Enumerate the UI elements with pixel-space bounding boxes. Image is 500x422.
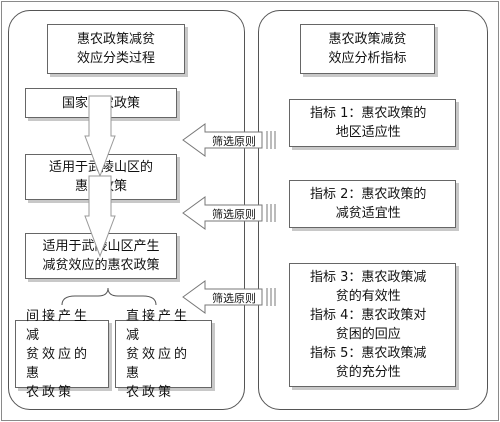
branch-direct-label: 直接产生减 贫效应的惠 农政策 bbox=[126, 308, 191, 400]
left-title-box: 惠农政策减贫 效应分类过程 bbox=[47, 24, 185, 74]
branch-indirect-label: 间接产生减 贫效应的惠 农政策 bbox=[26, 308, 91, 400]
down-arrow-1 bbox=[84, 95, 116, 178]
indicator-1-box: 指标 1：惠农政策的 地区适应性 bbox=[289, 99, 456, 147]
indicator-4-label: 指标 4：惠农政策对 贫困的回应 bbox=[310, 308, 427, 342]
indicator-3to5-box: 指标 3：惠农政策减 贫的有效性 指标 4：惠农政策对 贫困的回应 指标 5：惠… bbox=[289, 263, 456, 387]
indicator-3-label: 指标 3：惠农政策减 贫的有效性 bbox=[310, 270, 427, 304]
filter-arrow-1 bbox=[182, 123, 276, 157]
branch-direct-box: 直接产生减 贫效应的惠 农政策 bbox=[115, 309, 212, 400]
indicator-2-label: 指标 2：惠农政策的 减贫适宜性 bbox=[310, 187, 427, 221]
indicator-2-box: 指标 2：惠农政策的 减贫适宜性 bbox=[289, 180, 456, 228]
filter-arrow-2 bbox=[182, 196, 276, 230]
left-title: 惠农政策减贫 效应分类过程 bbox=[76, 32, 155, 66]
branch-bracket bbox=[61, 287, 157, 306]
right-title: 惠农政策减贫 效应分析指标 bbox=[328, 32, 407, 66]
branch-indirect-box: 间接产生减 贫效应的惠 农政策 bbox=[15, 309, 109, 400]
filter-arrow-1-label: 筛选原则 bbox=[212, 135, 256, 148]
indicator-5-label: 指标 5：惠农政策减 贫的充分性 bbox=[310, 346, 427, 380]
filter-arrow-3-label: 筛选原则 bbox=[212, 292, 256, 305]
filter-arrow-2-label: 筛选原则 bbox=[212, 208, 256, 221]
filter-arrow-3 bbox=[182, 280, 276, 314]
right-title-box: 惠农政策减贫 效应分析指标 bbox=[300, 24, 435, 74]
down-arrow-2 bbox=[84, 175, 116, 258]
indicator-1-label: 指标 1：惠农政策的 地区适应性 bbox=[310, 106, 427, 140]
